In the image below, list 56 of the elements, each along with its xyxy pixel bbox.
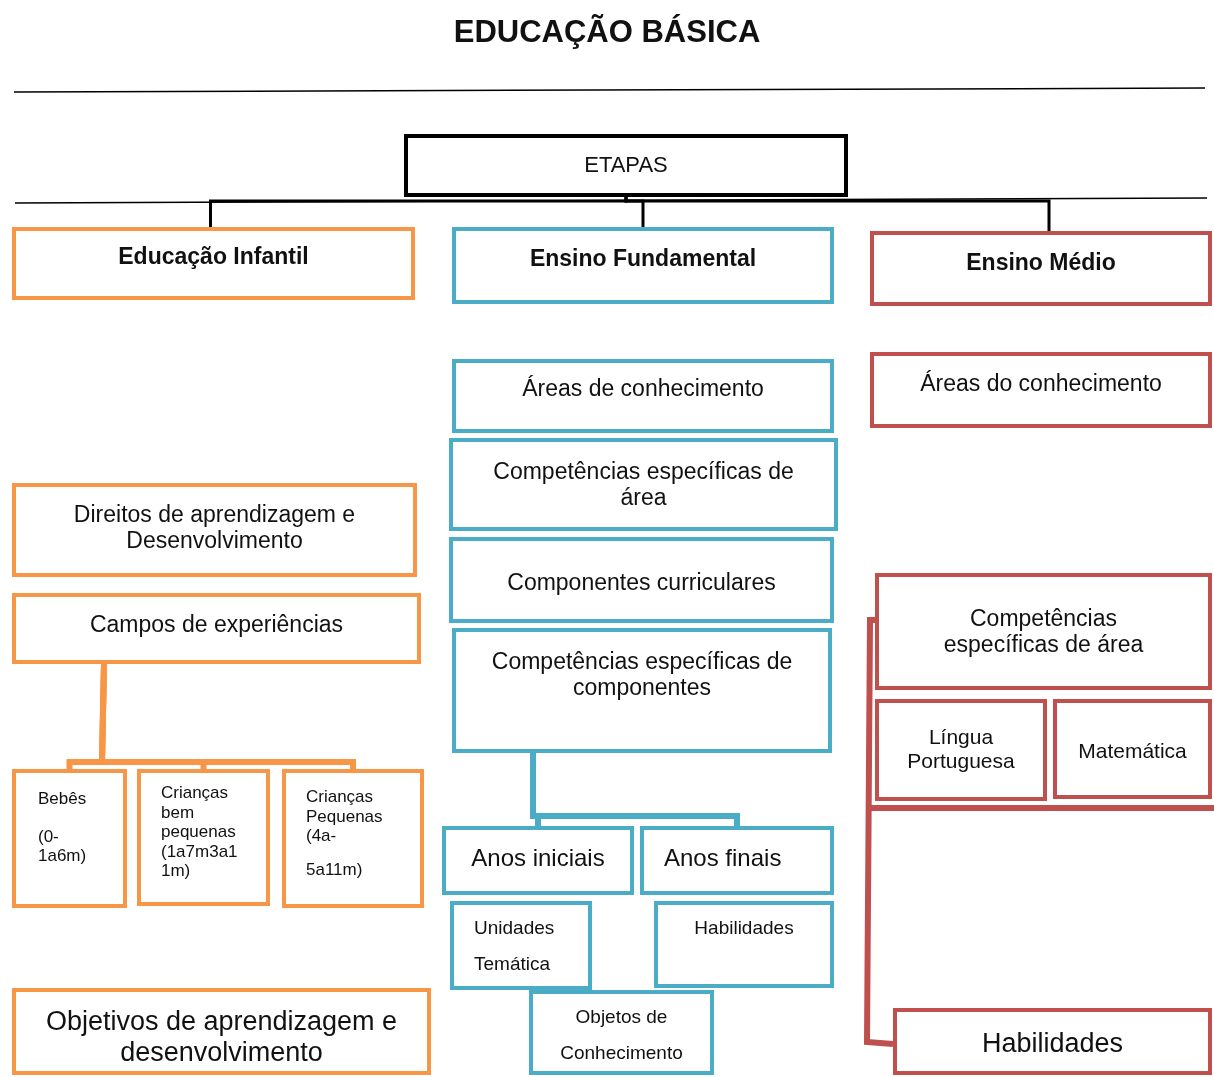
text-box [875,573,1212,690]
box-label: Habilidades [693,917,795,939]
text-box [870,352,1212,428]
text-box [870,231,1212,306]
box-label: Ensino Fundamental [528,245,758,272]
text-box [893,1008,1212,1075]
box-label: Direitos de aprendizagem e Desenvolvimento [72,501,357,554]
text-box [452,359,834,433]
box-label: Componentes curriculares [506,569,777,596]
text-box [1053,699,1212,799]
connector-line [624,196,1051,231]
text-box [640,826,834,895]
text-box [452,227,834,304]
box-label: Objetivos de aprendizagem e desenvolvimento [44,1006,399,1069]
box-label: Bebês [38,789,88,809]
box-label: Anos finais [664,844,783,872]
box-label: 5a11m) [306,859,364,880]
box-label: Habilidades [980,1028,1125,1060]
box-label: Educação Infantil [117,243,310,270]
text-box [449,537,834,623]
box-label: Campos de experiências [88,611,345,638]
box-label: Competências específicas de área [942,605,1145,658]
connector-line [98,663,356,769]
text-box [654,901,834,988]
box-label: Conhecimento [559,1041,684,1064]
box-label: ETAPAS [583,152,669,178]
box-label: Anos iniciais [470,844,606,872]
box-label: (0- 1a6m) [38,826,88,866]
box-label: Crianças bem pequenas (1a7m3a1 1m) [161,783,239,881]
text-box [12,227,415,300]
text-box [442,826,634,895]
box-label: Crianças Pequenas (4a- [306,787,384,846]
text-box [137,769,270,906]
diagram-title: EDUCAÇÃO BÁSICA [452,14,762,50]
box-label: Áreas de conhecimento [521,375,765,402]
box-label: Objetos de [574,1006,669,1028]
text-box [12,988,431,1075]
text-box [452,628,832,753]
box-label: Áreas do conhecimento [919,370,1163,397]
text-box [12,769,127,908]
box-label: Matemática [1077,739,1188,764]
box-label: Língua Portuguesa [906,725,1016,774]
text-box [449,438,838,531]
text-box [450,901,592,990]
text-box [282,769,424,908]
box-label: Temática [474,952,552,975]
box-label: Unidades [474,917,556,939]
connector-line [864,617,894,1047]
box-label: Competências específicas de componentes [490,648,794,701]
text-box [529,990,714,1075]
text-box [404,134,848,197]
text-box [12,483,417,577]
text-box [875,699,1047,801]
box-label: Competências específicas de área [492,458,795,511]
text-box [12,593,421,664]
box-label: Ensino Médio [965,249,1117,276]
